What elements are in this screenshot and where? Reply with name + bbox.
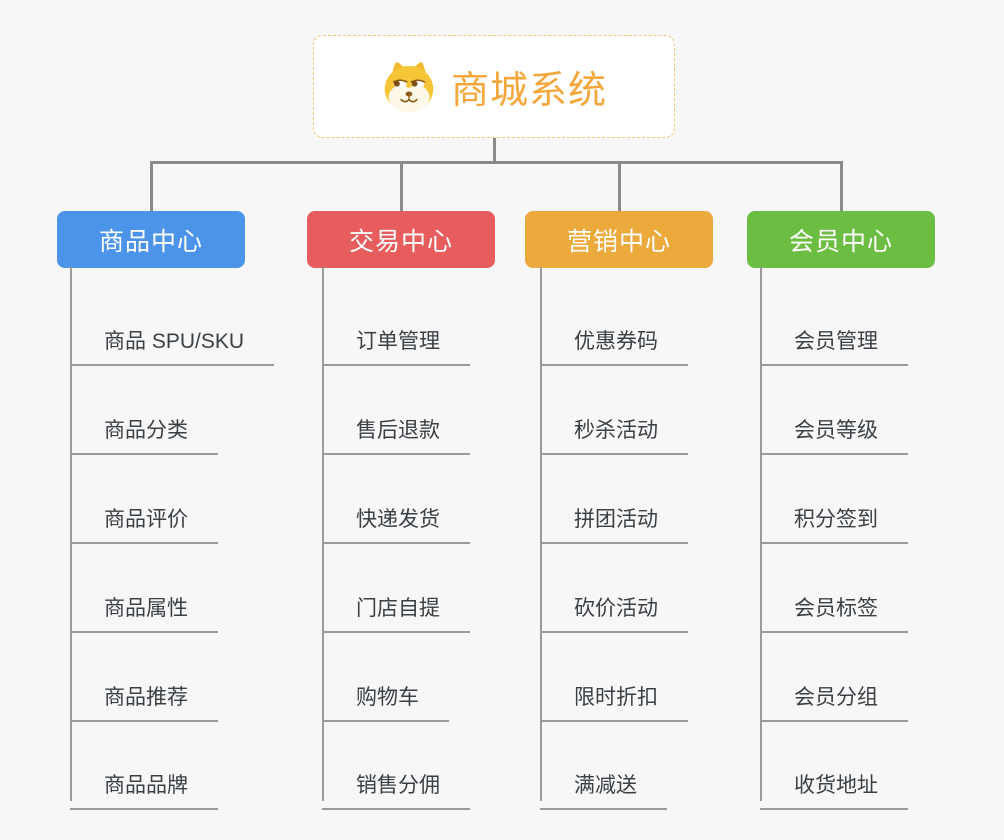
leaf-label: 购物车 [356, 686, 419, 709]
tree-drop-line [149, 161, 153, 211]
branch-label: 交易中心 [348, 227, 453, 256]
leaf-node[interactable]: 商品属性 [70, 578, 218, 633]
leaf-label: 拼团活动 [574, 508, 658, 531]
tree-drop-line [399, 161, 403, 211]
tree-drop-line [839, 161, 843, 211]
leaf-label: 会员管理 [794, 330, 878, 353]
leaf-label: 商品推荐 [104, 686, 188, 709]
leaf-label: 商品品牌 [104, 774, 188, 797]
leaf-label: 订单管理 [356, 330, 440, 353]
leaf-node[interactable]: 优惠券码 [540, 311, 688, 366]
leaf-node[interactable]: 积分签到 [760, 489, 908, 544]
branch-node-1[interactable]: 商品中心 [57, 211, 245, 268]
leaf-node[interactable]: 限时折扣 [540, 667, 688, 722]
leaf-node[interactable]: 会员管理 [760, 311, 908, 366]
leaf-label: 限时折扣 [574, 686, 658, 709]
trunk-line [150, 161, 841, 164]
leaf-label: 售后退款 [356, 419, 440, 442]
leaf-node[interactable]: 会员标签 [760, 578, 908, 633]
leaf-node[interactable]: 销售分佣 [322, 755, 470, 810]
branch-node-2[interactable]: 交易中心 [307, 211, 495, 268]
leaf-label: 销售分佣 [356, 774, 440, 797]
leaf-label: 会员等级 [794, 419, 878, 442]
branch-vertical-line [322, 267, 324, 801]
leaf-node[interactable]: 购物车 [322, 667, 449, 722]
leaf-node[interactable]: 商品分类 [70, 400, 218, 455]
leaf-label: 会员分组 [794, 686, 878, 709]
leaf-node[interactable]: 收货地址 [760, 755, 908, 810]
leaf-node[interactable]: 会员等级 [760, 400, 908, 455]
leaf-node[interactable]: 售后退款 [322, 400, 470, 455]
leaf-node[interactable]: 砍价活动 [540, 578, 688, 633]
leaf-node[interactable]: 会员分组 [760, 667, 908, 722]
tree-drop-line [617, 161, 621, 211]
leaf-label: 商品评价 [104, 508, 188, 531]
branch-vertical-line [760, 267, 762, 801]
leaf-label: 积分签到 [794, 508, 878, 531]
leaf-node[interactable]: 门店自提 [322, 578, 470, 633]
leaf-label: 秒杀活动 [574, 419, 658, 442]
branch-vertical-line [70, 267, 72, 801]
shiba-dog-face-icon [384, 61, 434, 112]
leaf-node[interactable]: 拼团活动 [540, 489, 688, 544]
leaf-label: 砍价活动 [574, 597, 658, 620]
root-title: 商城系统 [450, 70, 607, 112]
leaf-label: 商品分类 [104, 419, 188, 442]
leaf-node[interactable]: 商品 SPU/SKU [70, 311, 275, 366]
leaf-label: 收货地址 [794, 774, 878, 797]
leaf-node[interactable]: 快递发货 [322, 489, 470, 544]
branch-label: 会员中心 [788, 227, 893, 256]
leaf-label: 满减送 [574, 774, 637, 797]
leaf-node[interactable]: 商品品牌 [70, 755, 218, 810]
leaf-label: 会员标签 [794, 597, 878, 620]
leaf-label: 商品属性 [104, 597, 188, 620]
leaf-node[interactable]: 商品推荐 [70, 667, 218, 722]
leaf-node[interactable]: 满减送 [540, 755, 667, 810]
branch-node-3[interactable]: 营销中心 [525, 211, 713, 268]
branch-label: 商品中心 [98, 227, 203, 256]
leaf-label: 快递发货 [356, 508, 440, 531]
leaf-node[interactable]: 秒杀活动 [540, 400, 688, 455]
leaf-label: 优惠券码 [574, 330, 658, 353]
branch-label: 营销中心 [566, 227, 671, 256]
root-stub-line [493, 138, 496, 162]
root-node[interactable]: 商城系统 [313, 35, 675, 138]
leaf-label: 门店自提 [356, 597, 440, 620]
leaf-node[interactable]: 商品评价 [70, 489, 218, 544]
leaf-node[interactable]: 订单管理 [322, 311, 470, 366]
branch-vertical-line [540, 267, 542, 801]
branch-node-4[interactable]: 会员中心 [747, 211, 935, 268]
leaf-label: 商品 SPU/SKU [104, 330, 245, 353]
